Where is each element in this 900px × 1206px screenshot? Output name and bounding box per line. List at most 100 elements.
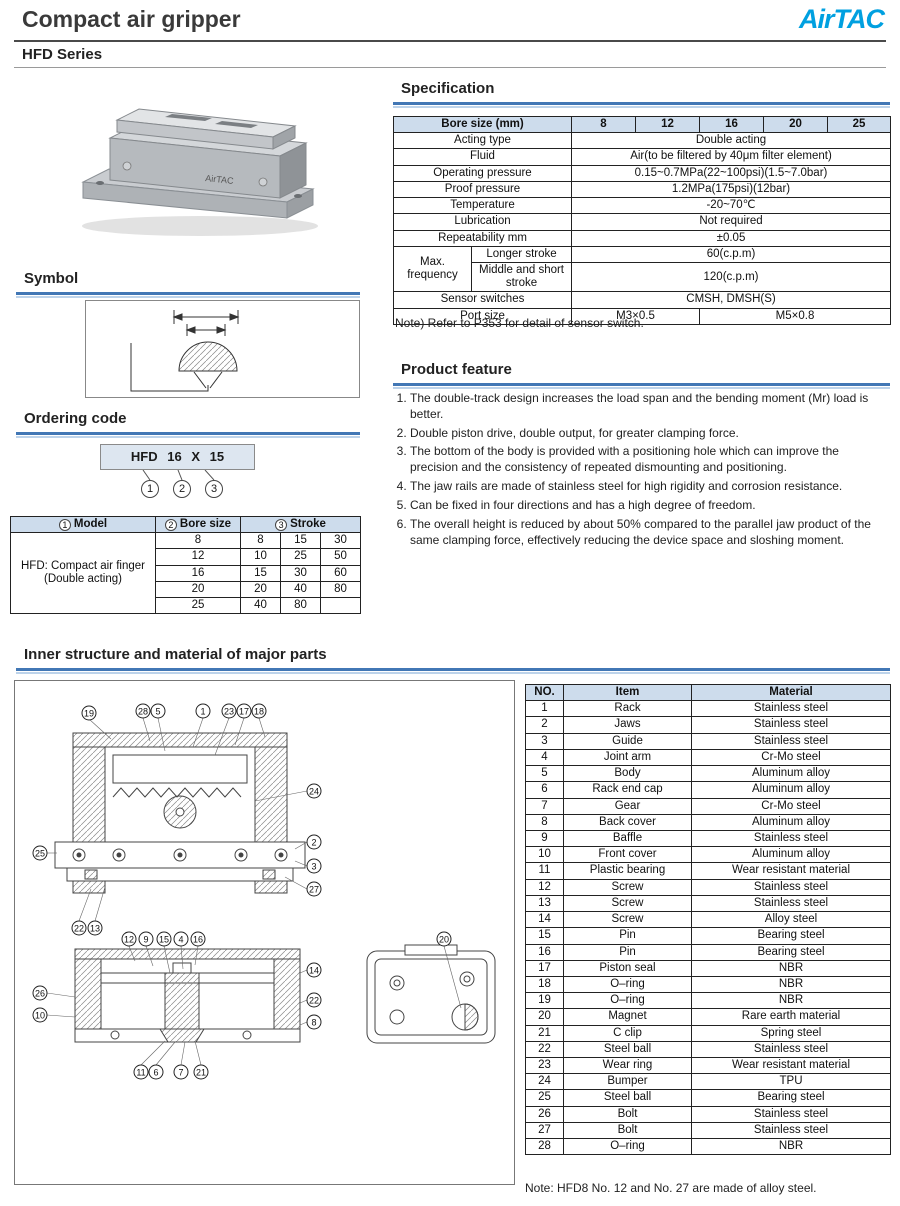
spec-row-label: Operating pressure — [393, 164, 572, 182]
material-name: Stainless steel — [691, 1040, 891, 1059]
feature-item: The double-track design increases the lo… — [410, 391, 890, 423]
material-row: 4 Joint arm Cr-Mo steel — [525, 748, 891, 767]
material-item: O–ring — [563, 1138, 692, 1156]
part-callout-20: 20 — [436, 931, 452, 947]
bore-cell: 20 — [155, 580, 241, 599]
material-row: 17 Piston seal NBR — [525, 959, 891, 977]
spec-row: Repeatability mm ±0.05 — [393, 229, 891, 247]
material-name: Spring steel — [691, 1024, 891, 1042]
spec-header-row: Bore size (mm) 8 12 16 20 25 — [393, 115, 891, 134]
materials-header-row: NO. Item Material — [525, 683, 891, 702]
symbol-box — [85, 300, 360, 398]
spec-max-frequency-row-2: Middle and short stroke 120(c.p.m) — [394, 261, 891, 293]
material-row: 27 Bolt Stainless steel — [525, 1121, 891, 1140]
spec-row-value: Double acting — [571, 132, 891, 150]
material-item: Steel ball — [563, 1040, 692, 1059]
materials-table: NO. Item Material 1 Rack Stainless steel… — [525, 683, 891, 1156]
part-callout-22: 22 — [306, 992, 322, 1008]
material-no: 2 — [525, 716, 564, 734]
material-no: 4 — [525, 748, 564, 767]
material-no: 17 — [525, 959, 564, 977]
material-item: Jaws — [563, 716, 692, 734]
material-item: Piston seal — [563, 959, 692, 977]
material-name: Stainless steel — [691, 716, 891, 734]
material-name: Aluminum alloy — [691, 813, 891, 831]
stroke-cell: 20 — [240, 580, 281, 599]
material-no: 6 — [525, 781, 564, 799]
material-name: Bearing steel — [691, 943, 891, 961]
part-callout-13: 13 — [87, 920, 103, 936]
spec-row-value: 1.2MPa(175psi)(12bar) — [571, 180, 891, 199]
material-name: Stainless steel — [691, 700, 891, 718]
middle-short-stroke-value: 120(c.p.m) — [571, 261, 891, 293]
part-callout-24: 24 — [306, 783, 322, 799]
material-no: 28 — [525, 1138, 564, 1156]
material-no: 10 — [525, 846, 564, 864]
material-no: 27 — [525, 1121, 564, 1140]
material-no: 20 — [525, 1008, 564, 1026]
material-item: Steel ball — [563, 1089, 692, 1107]
material-item: Wear ring — [563, 1057, 692, 1075]
material-no: 7 — [525, 797, 564, 815]
spec-special-body: Max. frequency Longer stroke 60(c.p.m) M… — [393, 245, 891, 325]
spec-port-row: Port size M3×0.5 M5×0.8 — [393, 307, 891, 325]
ordering-row: 25 40 80 — [11, 597, 362, 615]
circled-number-3: 3 — [275, 519, 288, 531]
marker-3: 3 — [205, 480, 223, 498]
part-callout-14: 14 — [306, 962, 322, 978]
spec-row-value: Air(to be filtered by 40μm filter elemen… — [571, 148, 891, 166]
part-callout-18: 18 — [251, 703, 267, 719]
stroke-cell: 40 — [240, 597, 281, 615]
materials-note: Note: HFD8 No. 12 and No. 27 are made of… — [525, 1181, 817, 1195]
material-no: 9 — [525, 829, 564, 848]
material-item: Magnet — [563, 1008, 692, 1026]
material-row: 13 Screw Stainless steel — [525, 894, 891, 913]
material-name: NBR — [691, 959, 891, 977]
specification-heading-rule — [393, 106, 890, 108]
part-callout-15: 15 — [156, 931, 172, 947]
material-row: 20 Magnet Rare earth material — [525, 1008, 891, 1026]
part-callout-27: 27 — [306, 881, 322, 897]
spec-bore-25: 25 — [827, 115, 891, 134]
material-item: O–ring — [563, 992, 692, 1010]
spec-row: Temperature -20~70℃ — [393, 197, 891, 215]
material-item: Screw — [563, 878, 692, 896]
material-no: 22 — [525, 1040, 564, 1059]
middle-short-stroke-label: Middle and short stroke — [471, 261, 572, 293]
longer-stroke-label: Longer stroke — [471, 245, 572, 263]
spec-bore-8: 8 — [571, 115, 636, 134]
spec-note: Note) Refer to P353 for detail of sensor… — [395, 316, 644, 330]
structure-drawing — [46, 717, 496, 1066]
airtac-logo: AirTAC — [799, 4, 885, 34]
part-callout-8: 8 — [306, 1014, 322, 1030]
stroke-cell: 80 — [280, 597, 321, 615]
material-row: 11 Plastic bearing Wear resistant materi… — [525, 862, 891, 880]
sensor-switches-label: Sensor switches — [393, 291, 572, 309]
material-name: Aluminum alloy — [691, 765, 891, 783]
material-name: Stainless steel — [691, 1121, 891, 1140]
spec-row-label: Acting type — [393, 132, 572, 150]
material-row: 2 Jaws Stainless steel — [525, 716, 891, 734]
inner-structure-heading-rule — [16, 672, 890, 674]
stroke-cell: 30 — [319, 532, 362, 550]
feature-list: The double-track design increases the lo… — [393, 391, 890, 551]
ordering-section: Ordering code — [16, 410, 360, 438]
material-item: Baffle — [563, 829, 692, 848]
stroke-cell: 25 — [280, 548, 321, 566]
part-callout-12: 12 — [121, 931, 137, 947]
spec-row: Operating pressure 0.15~0.7MPa(22~100psi… — [393, 164, 891, 182]
stroke-cell: 15 — [280, 532, 321, 550]
ordering-row: 12 10 25 50 — [11, 548, 362, 566]
material-name: Bearing steel — [691, 927, 891, 945]
material-item: Bumper — [563, 1073, 692, 1091]
part-callout-7: 7 — [173, 1064, 189, 1080]
feature-heading-rule — [393, 387, 890, 389]
ordering-connector-lines — [142, 470, 215, 480]
spec-row-value: Not required — [571, 213, 891, 231]
material-no: 26 — [525, 1105, 564, 1123]
material-row: 22 Steel ball Stainless steel — [525, 1040, 891, 1059]
stroke-cell: 40 — [280, 580, 321, 599]
material-name: Stainless steel — [691, 1105, 891, 1123]
